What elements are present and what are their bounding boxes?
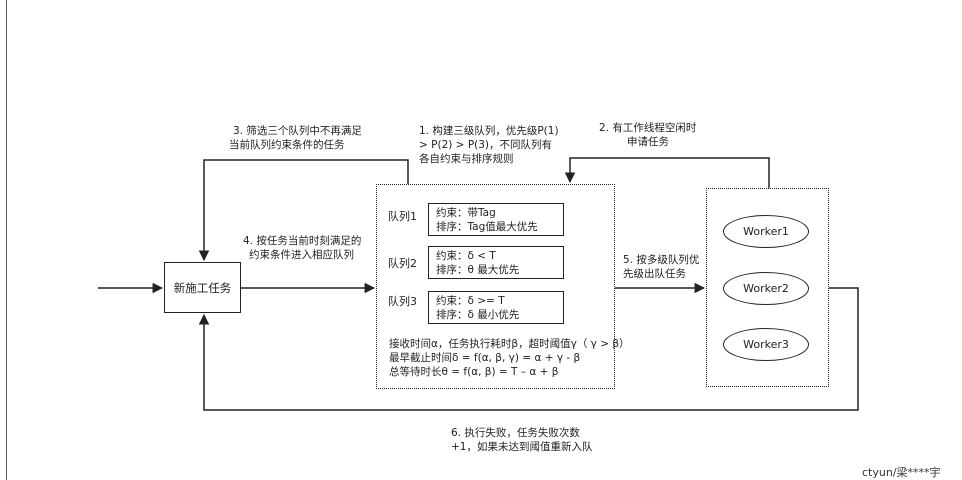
queue-1-rules: 约束：带Tag 排序：Tag值最大优先 [428,203,564,236]
step-4-line-1: 4. 按任务当前时刻满足的 [243,235,362,247]
step-5-line-2: 先级出队任务 [623,268,686,280]
page-left-border [6,0,7,480]
step-2-line-2: 申请任务 [627,136,669,148]
queue-1-label: 队列1 [388,210,417,223]
step-1-line-3: 各自约束与排序规则 [419,153,514,165]
queue-2-sort: 排序：θ 最大优先 [436,264,520,276]
queue-3-constraint: 约束：δ >= T [436,295,505,307]
queue-2-rules: 约束：δ < T 排序：θ 最大优先 [428,246,564,279]
retry-loop-arrow [198,287,859,411]
step-5-line-1: 5. 按多级队列优 [623,254,700,266]
new-task-box: 新施工任务 [164,262,241,313]
step-6-line-2: +1，如果未达到阈值重新入队 [451,441,593,453]
queue-1-sort: 排序：Tag值最大优先 [436,221,538,233]
queue-3-rules: 约束：δ >= T 排序：δ 最小优先 [428,291,564,324]
formula-line-1: 接收时间α，任务执行耗时β，超时阈值γ（ γ > β） [389,338,630,350]
queue-2-label: 队列2 [388,257,417,270]
step-3-line-1: 3. 筛选三个队列中不再满足 [233,125,362,137]
new-task-label: 新施工任务 [173,280,232,295]
worker-pool-panel [706,188,829,387]
request-task-arrow [564,157,770,188]
queue-2-constraint: 约束：δ < T [436,250,496,262]
worker-2: Worker2 [723,272,809,305]
worker-2-label: Worker2 [743,282,789,295]
watermark-credit: ctyun/梁****宇 [862,466,941,479]
worker-3: Worker3 [723,328,809,361]
step-2-line-1: 2. 有工作线程空闲时 [599,122,697,134]
step-4-line-2: 约束条件进入相应队列 [249,249,354,261]
queue-3-label: 队列3 [388,295,417,308]
formula-line-3: 总等待时长θ = f(α, β) = T – α + β [389,366,559,378]
filter-loop-arrow [198,159,409,262]
step-1-line-1: 1. 构建三级队列，优先级P(1) [419,125,559,137]
step-6-line-1: 6. 执行失败，任务失败次数 [451,427,580,439]
step-1-line-2: > P(2) > P(3)，不同队列有 [419,139,553,151]
worker-1: Worker1 [723,215,809,248]
worker-3-label: Worker3 [743,338,789,351]
step-3-line-2: 当前队列约束条件的任务 [229,139,345,151]
multilevel-queue-group [376,184,615,389]
queue-1-constraint: 约束：带Tag [436,207,496,219]
formula-line-2: 最早截止时间δ = f(α, β, γ) = α + γ - β [389,352,581,364]
worker-1-label: Worker1 [743,225,789,238]
queue-3-sort: 排序：δ 最小优先 [436,309,520,321]
